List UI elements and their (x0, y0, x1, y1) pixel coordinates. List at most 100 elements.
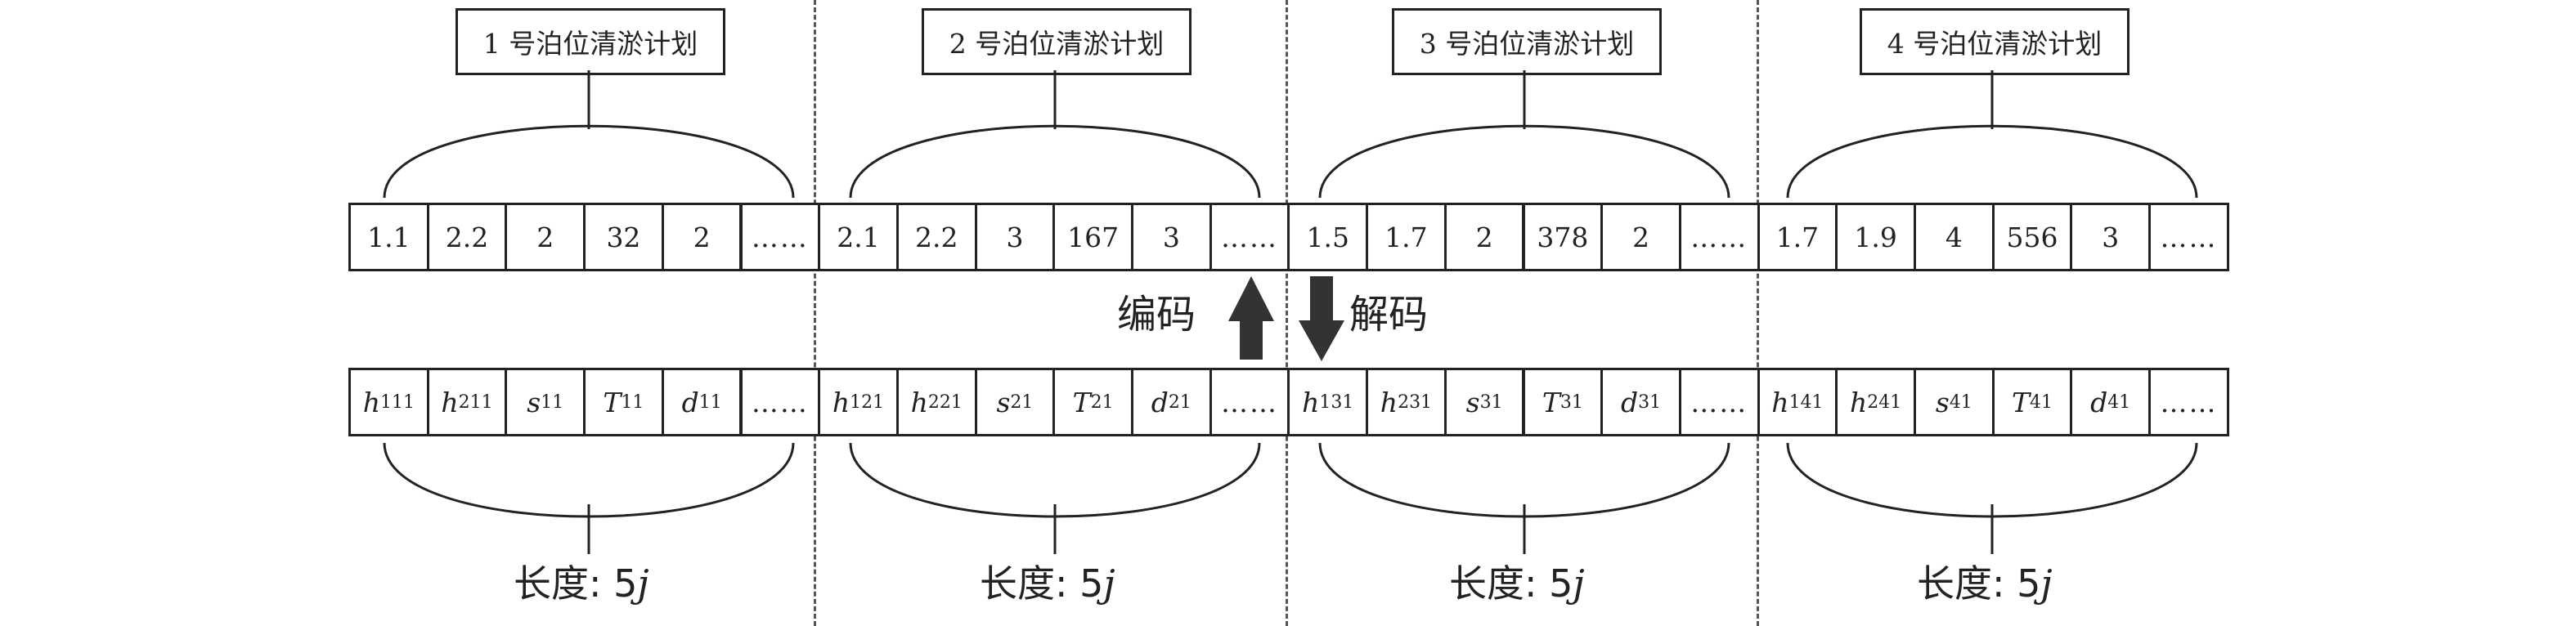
code-symbol: h (1850, 386, 1868, 418)
code-symbol: T (2012, 386, 2031, 418)
section-divider (814, 0, 816, 626)
code-subscript: 21 (1010, 391, 1034, 413)
length-label-1: 长度: 5j (514, 561, 649, 606)
code-subscript: 31 (1479, 391, 1503, 413)
code-symbol: …… (2160, 386, 2218, 418)
code-subscript: 41 (2107, 391, 2131, 413)
encode-arrow-icon (1228, 276, 1274, 360)
value-cell: 2 (1600, 203, 1681, 271)
code-symbol: h (441, 386, 459, 418)
length-label-2: 长度: 5j (980, 561, 1115, 606)
value-cell: 3 (2070, 203, 2152, 271)
code-subscript: 21 (939, 391, 963, 413)
code-symbol: h (1771, 386, 1789, 418)
code-subscript: 41 (1878, 391, 1902, 413)
code-superscript: 1 (1319, 391, 1331, 413)
length-label-4: 长度: 5j (1917, 561, 2053, 606)
code-superscript: 2 (1398, 391, 1410, 413)
value-cell: 1.5 (1287, 203, 1369, 271)
section-divider (1757, 0, 1759, 626)
code-symbol: d (1151, 386, 1169, 418)
code-subscript: 41 (1949, 391, 1972, 413)
encode-label: 编码 (1117, 292, 1196, 338)
code-superscript: 2 (458, 391, 470, 413)
value-cell: 1.7 (1757, 203, 1838, 271)
code-cell: …… (1209, 368, 1290, 436)
value-cell: 1.7 (1366, 203, 1447, 271)
code-subscript: 21 (1168, 391, 1192, 413)
plan-title-3: 3 号泊位清淤计划 (1392, 8, 1662, 75)
code-cell: …… (2148, 368, 2229, 436)
value-cell: …… (1678, 203, 1760, 271)
code-subscript: 31 (1638, 391, 1662, 413)
code-symbol: T (1072, 386, 1091, 418)
value-cell: 2.2 (426, 203, 508, 271)
value-cell: 2 (661, 203, 743, 271)
value-cell: 2 (505, 203, 586, 271)
value-cell: 167 (1052, 203, 1133, 271)
code-subscript: 31 (1560, 391, 1583, 413)
length-label-3: 长度: 5j (1449, 561, 1585, 606)
value-cell: 2.1 (818, 203, 899, 271)
value-cell: 556 (1991, 203, 2073, 271)
code-symbol: T (1542, 386, 1560, 418)
decode-arrow-icon (1299, 276, 1344, 361)
code-symbol: s (1935, 386, 1950, 418)
code-subscript: 21 (861, 391, 885, 413)
top-brace (383, 124, 795, 199)
value-cell: 2.2 (895, 203, 977, 271)
value-cell: 378 (1522, 203, 1604, 271)
value-cell: 4 (1914, 203, 1995, 271)
code-subscript: 31 (1409, 391, 1433, 413)
value-cell: 32 (583, 203, 664, 271)
top-brace (1786, 124, 2198, 199)
value-cell: …… (2148, 203, 2229, 271)
code-subscript: 11 (469, 391, 493, 413)
code-symbol: d (681, 386, 699, 418)
code-cell: …… (1678, 368, 1760, 436)
code-superscript: 1 (379, 391, 392, 413)
code-subscript: 11 (621, 391, 644, 413)
code-symbol: d (2090, 386, 2108, 418)
code-symbol: …… (1690, 386, 1748, 418)
value-cell: 3 (1131, 203, 1212, 271)
top-brace (849, 124, 1261, 199)
value-cell: 2 (1443, 203, 1525, 271)
code-symbol: h (362, 386, 380, 418)
code-symbol: …… (1221, 386, 1279, 418)
value-cell: 1.1 (348, 203, 429, 271)
code-symbol: T (603, 386, 622, 418)
decode-label: 解码 (1349, 292, 1429, 338)
section-divider (1286, 0, 1288, 626)
plan-title-4: 4 号泊位清淤计划 (1860, 8, 2129, 75)
code-symbol: h (1380, 386, 1398, 418)
code-superscript: 2 (927, 391, 940, 413)
code-superscript: 2 (1867, 391, 1879, 413)
code-superscript: 1 (850, 391, 862, 413)
code-symbol: h (832, 386, 850, 418)
value-cell: …… (739, 203, 821, 271)
value-cell: …… (1209, 203, 1290, 271)
value-cell: 1.9 (1835, 203, 1916, 271)
code-symbol: h (910, 386, 928, 418)
